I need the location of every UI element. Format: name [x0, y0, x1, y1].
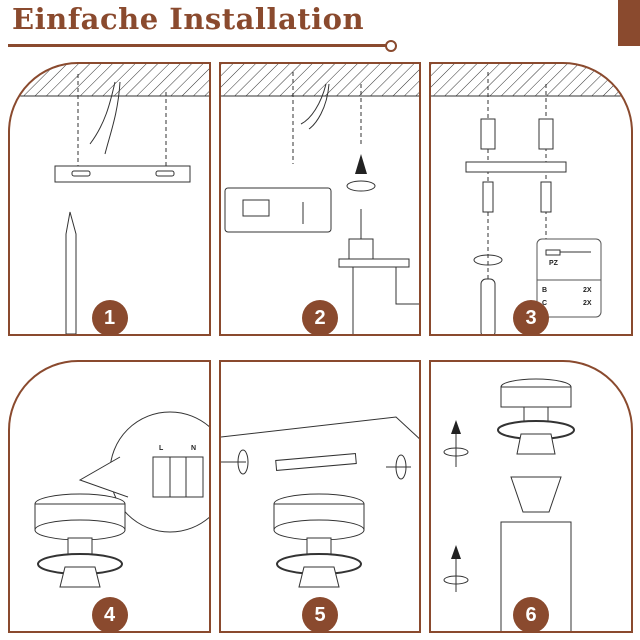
step-number-badge: 5 [302, 597, 338, 631]
step-number-badge: 2 [302, 300, 338, 334]
step-2-illustration [221, 64, 419, 334]
step-number-badge: 3 [513, 300, 549, 334]
step-5-illustration [221, 416, 419, 588]
step-number-badge: 6 [513, 597, 549, 631]
legend-key-b: B [542, 287, 548, 294]
step-4-illustration [34, 411, 209, 588]
legend-bit-label: PZ [549, 260, 558, 267]
step-number-badge: 4 [91, 597, 128, 631]
legend-qty-b: 2X [583, 287, 592, 294]
step-3-illustration [431, 64, 631, 334]
step-number-badge: 1 [91, 300, 128, 334]
title-underline [8, 44, 386, 47]
step-2-panel: 2 [219, 62, 421, 336]
step-6-illustration [443, 378, 575, 631]
step-1-panel: 1 [8, 62, 211, 336]
step-5-panel: 5 [219, 360, 421, 633]
title-underline-dot [385, 40, 397, 52]
wire-label-n: N [191, 445, 197, 452]
step-1-illustration [10, 64, 209, 334]
legend-key-c: C [542, 300, 548, 307]
step-3-panel: PZ B 2X C 2X 3 [429, 62, 633, 336]
step-4-panel: L N 4 [8, 360, 211, 633]
page-title: Einfache Installation [12, 2, 365, 36]
legend-qty-c: 2X [583, 300, 592, 307]
step-6-panel: 6 [429, 360, 633, 633]
wire-label-l: L [159, 445, 164, 452]
corner-accent [618, 0, 640, 46]
